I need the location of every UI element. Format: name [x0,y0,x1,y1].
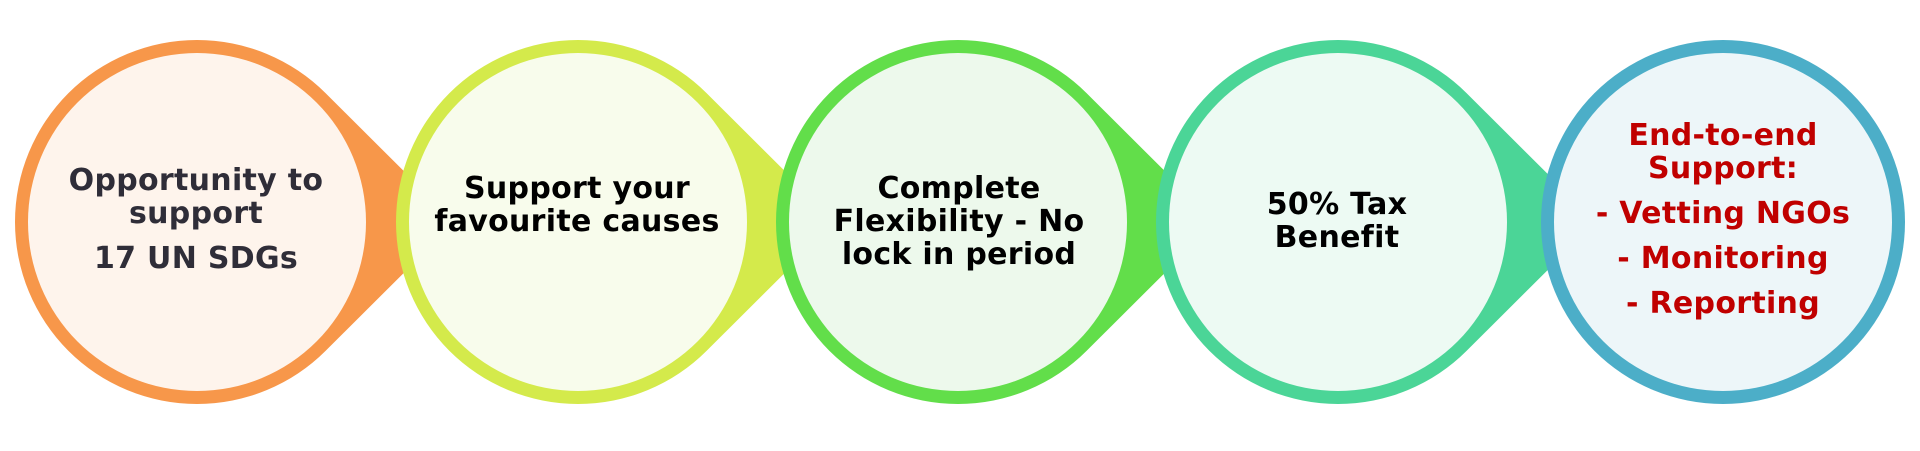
step-5-line-1: End-to-end Support: [1628,118,1818,186]
step-5-line-3: - Monitoring [1617,241,1829,276]
step-5-line-4: - Reporting [1626,286,1820,321]
step-2-label: Support your favourite causes [432,172,722,238]
step-2-line-1: Support your favourite causes [434,171,720,239]
step-1-label: Opportunity to support 17 UN SDGs [46,164,346,275]
step-1-line-1: Opportunity to support [68,163,324,231]
step-3-inner-circle [789,53,1127,391]
step-5-line-2: - Vetting NGOs [1595,196,1851,231]
step-5-label: End-to-end Support: - Vetting NGOs - Mon… [1573,119,1873,320]
step-3-line-1: Complete Flexibility - No lock in period [833,171,1085,272]
step-4-line-1: 50% Tax Benefit [1266,187,1408,255]
step-1-line-2: 17 UN SDGs [93,241,299,276]
step-4-inner-circle [1169,53,1507,391]
step-2-inner-circle [409,53,747,391]
step-5-inner-circle [1554,53,1892,391]
step-1-inner-circle [28,53,366,391]
step-shapes [14,39,1905,404]
step-3-label: Complete Flexibility - No lock in period [814,172,1104,271]
step-4-label: 50% Tax Benefit [1217,188,1457,254]
